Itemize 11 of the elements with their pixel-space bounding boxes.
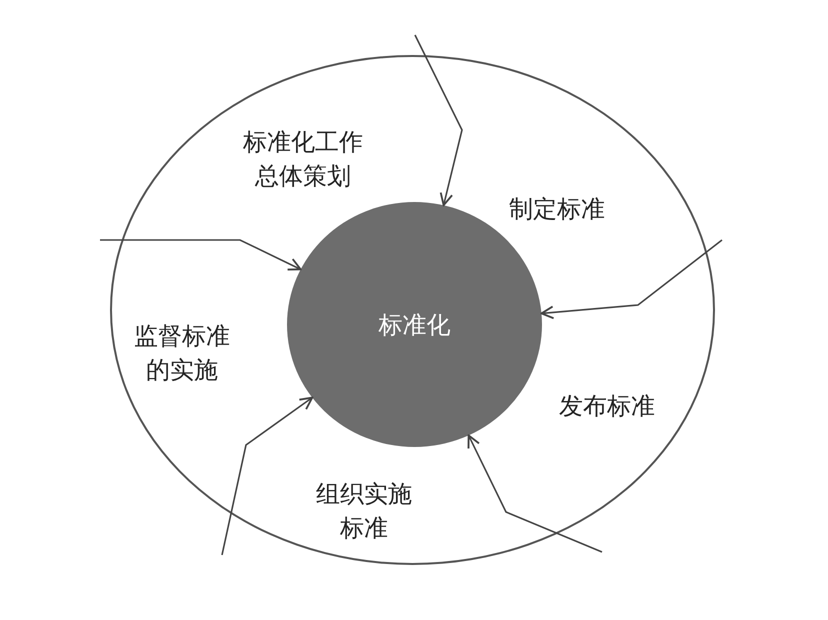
arrow xyxy=(540,239,722,320)
sector-label: 监督标准的实施 xyxy=(130,319,234,391)
outer-circle xyxy=(110,55,715,565)
sector-label: 制定标准 xyxy=(497,192,617,232)
sector-label: 标准化工作总体策划 xyxy=(240,125,366,197)
arrow xyxy=(414,34,463,206)
arrow xyxy=(468,434,602,553)
sector-label: 发布标准 xyxy=(547,389,667,429)
sector-label: 组织实施标准 xyxy=(312,477,416,549)
arrow xyxy=(100,239,302,270)
arrow xyxy=(221,396,314,556)
